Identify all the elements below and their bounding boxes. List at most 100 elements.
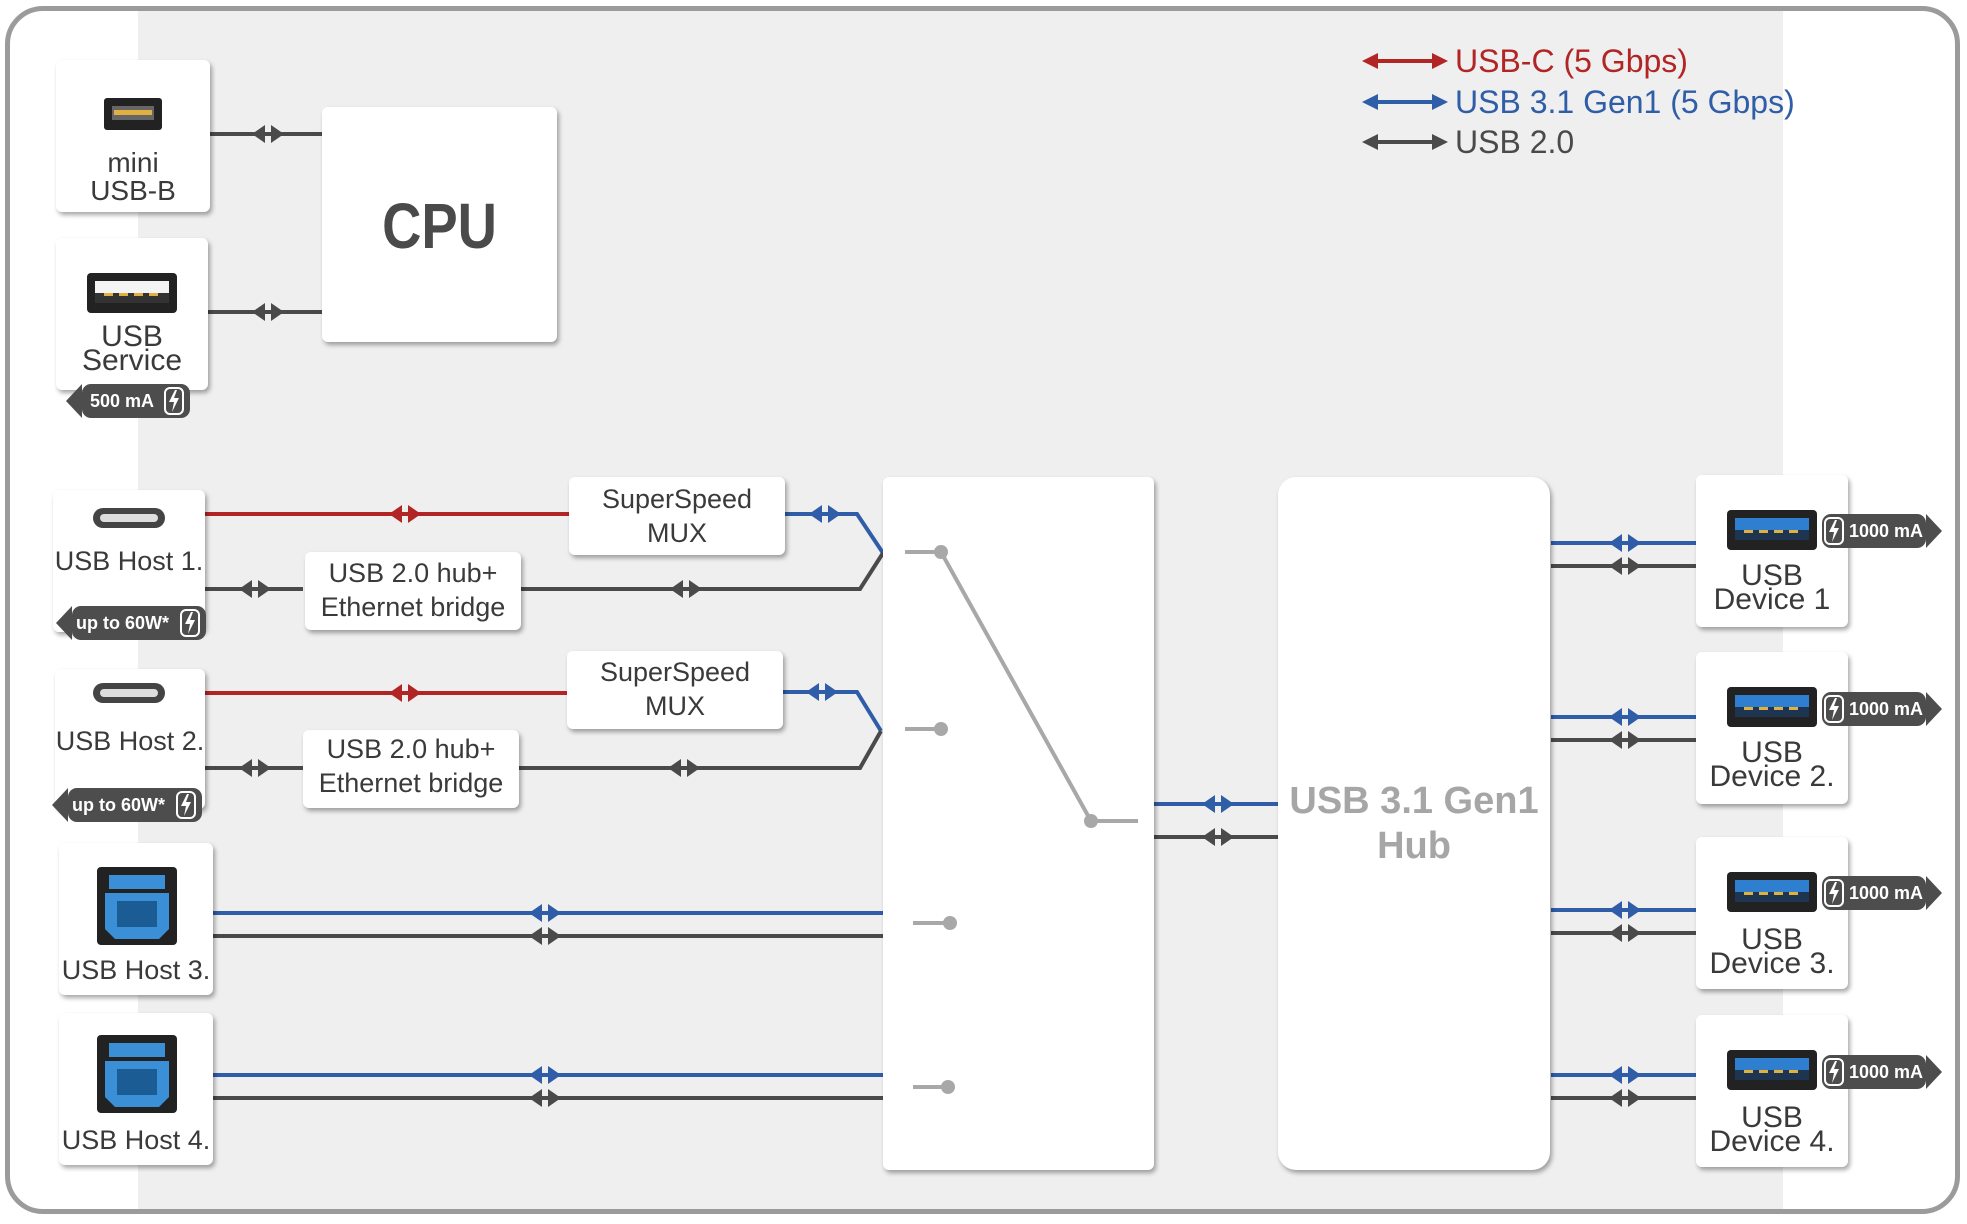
lightning-icon bbox=[1824, 1058, 1844, 1086]
usb-host-4-port: USB Host 4. bbox=[59, 1013, 213, 1165]
usb-device-4-badge-text: 1000 mA bbox=[1849, 1062, 1924, 1082]
usb-a-superspeed-icon bbox=[1727, 510, 1817, 550]
usb-device-1-port: USB Device 1 bbox=[1696, 475, 1848, 627]
usb-device-2-power-badge: 1000 mA bbox=[1822, 692, 1942, 726]
usb-service-power-badge: 500 mA bbox=[66, 384, 190, 418]
wire-host2-usbc bbox=[205, 684, 568, 702]
mux-1-label-2: MUX bbox=[647, 518, 707, 548]
usb-a-superspeed-icon bbox=[1727, 687, 1817, 727]
usb-device-1-power-badge: 1000 mA bbox=[1822, 514, 1942, 548]
wire-mux2-switch bbox=[783, 683, 883, 733]
usb-a-icon bbox=[87, 273, 177, 313]
usb-host-2-badge-text: up to 60W* bbox=[72, 795, 165, 815]
hub-eth-2-label-1: USB 2.0 hub+ bbox=[326, 734, 496, 764]
wire-host4-usb31 bbox=[213, 1066, 883, 1084]
usb-device-4-power-badge: 1000 mA bbox=[1822, 1055, 1942, 1089]
hub-eth-1-label-2: Ethernet bridge bbox=[320, 592, 506, 622]
lightning-icon bbox=[1824, 517, 1844, 545]
wire-hub-device1 bbox=[1551, 534, 1696, 575]
usb-device-1-label-2: Device 1 bbox=[1713, 583, 1831, 616]
wire-service-cpu bbox=[208, 303, 325, 321]
mux-1-label-1: SuperSpeed bbox=[601, 484, 753, 514]
usb-device-3-power-badge: 1000 mA bbox=[1822, 876, 1942, 910]
hub-eth-2-label-2: Ethernet bridge bbox=[318, 768, 504, 798]
usb-device-4-label-2: Device 4. bbox=[1709, 1125, 1835, 1158]
usb-host-4-label: USB Host 4. bbox=[61, 1125, 211, 1155]
usb-c-icon bbox=[93, 508, 165, 528]
usb-host-3-port: USB Host 3. bbox=[59, 843, 213, 995]
usb-host-1-badge-text: up to 60W* bbox=[76, 613, 169, 633]
usb-device-3-label-1: USB bbox=[1741, 923, 1803, 956]
wire-hub-device2 bbox=[1551, 708, 1696, 749]
legend-arrow-usbc bbox=[1362, 53, 1448, 69]
usb-device-1-badge-text: 1000 mA bbox=[1849, 521, 1924, 541]
lightning-icon bbox=[164, 387, 184, 415]
usb-c-icon bbox=[93, 683, 165, 703]
usb-device-2-label-2: Device 2. bbox=[1709, 760, 1835, 793]
hub-eth-1-label-1: USB 2.0 hub+ bbox=[328, 558, 498, 588]
hub-label-2: Hub bbox=[1377, 825, 1451, 867]
usb-31-gen1-hub: USB 3.1 Gen1 Hub bbox=[1278, 477, 1550, 1170]
lightning-icon bbox=[180, 609, 200, 637]
usb-device-2-port: USB Device 2. bbox=[1696, 652, 1848, 804]
usb-service-label-1: USB bbox=[101, 320, 163, 353]
mux-2-label-2: MUX bbox=[645, 691, 705, 721]
host-selector-switch bbox=[883, 477, 1154, 1170]
usb-host-2-label: USB Host 2. bbox=[55, 726, 205, 756]
usb-hub-ethernet-bridge-2: USB 2.0 hub+ Ethernet bridge bbox=[303, 730, 519, 808]
usb-host-2-power-badge: up to 60W* bbox=[52, 788, 202, 822]
lightning-icon bbox=[1824, 879, 1844, 907]
wire-host2-usb20 bbox=[205, 759, 303, 777]
wire-host4-usb20 bbox=[213, 1089, 883, 1107]
cpu-label: CPU bbox=[382, 190, 497, 262]
wire-switch-hub-usb31 bbox=[1153, 795, 1278, 813]
usb-device-2-label-1: USB bbox=[1741, 736, 1803, 769]
mux-2-label-1: SuperSpeed bbox=[599, 657, 751, 687]
wire-host3-usb20 bbox=[213, 927, 883, 945]
wire-hub-device4 bbox=[1551, 1066, 1696, 1107]
usb-service-port: USB Service bbox=[56, 238, 208, 390]
mini-usb-b-port: mini USB-B bbox=[56, 60, 210, 212]
wire-host1-usbc bbox=[205, 505, 570, 523]
usb-device-3-label-2: Device 3. bbox=[1709, 947, 1835, 980]
lightning-icon bbox=[176, 791, 196, 819]
mini-usb-label-2: USB-B bbox=[90, 175, 176, 206]
usb-service-badge-text: 500 mA bbox=[90, 391, 155, 411]
wire-switch-hub-usb20 bbox=[1153, 828, 1278, 846]
usb-device-4-port: USB Device 4. bbox=[1696, 1015, 1848, 1167]
legend-label-usb20: USB 2.0 bbox=[1455, 124, 1575, 160]
legend-label-usb31: USB 3.1 Gen1 (5 Gbps) bbox=[1455, 84, 1795, 120]
usb-device-4-label-1: USB bbox=[1741, 1101, 1803, 1134]
usb-a-superspeed-icon bbox=[1727, 872, 1817, 912]
usb-host-3-label: USB Host 3. bbox=[61, 955, 211, 985]
usb-host-1-label: USB Host 1. bbox=[54, 546, 204, 576]
wire-mini-usb-cpu bbox=[210, 125, 325, 143]
legend-arrow-usb20 bbox=[1362, 134, 1448, 150]
switch-contacts bbox=[905, 545, 1138, 1094]
usb-host-2-port: USB Host 2. bbox=[55, 669, 205, 809]
usb-host-1-power-badge: up to 60W* bbox=[56, 606, 206, 640]
wire-mux1-switch bbox=[785, 505, 885, 555]
mini-usb-icon bbox=[104, 98, 162, 130]
wire-hub1-switch bbox=[520, 551, 885, 598]
usb-device-3-port: USB Device 3. bbox=[1696, 837, 1848, 989]
usb-hub-ethernet-bridge-1: USB 2.0 hub+ Ethernet bridge bbox=[305, 552, 521, 630]
wire-host1-usb20 bbox=[205, 580, 303, 598]
usb-a-superspeed-icon bbox=[1727, 1050, 1817, 1090]
usb-service-label-2: Service bbox=[81, 344, 183, 377]
wire-host3-usb31 bbox=[213, 904, 883, 922]
usb-b-icon bbox=[97, 867, 177, 945]
mini-usb-label-1: mini bbox=[107, 147, 159, 178]
lightning-icon bbox=[1824, 695, 1844, 723]
hub-label-1: USB 3.1 Gen1 bbox=[1289, 780, 1539, 822]
superspeed-mux-2: SuperSpeed MUX bbox=[567, 651, 783, 729]
legend-arrow-usb31 bbox=[1362, 94, 1448, 110]
wire-hub-device3 bbox=[1551, 901, 1696, 942]
usb-b-icon bbox=[97, 1035, 177, 1113]
usb-device-3-badge-text: 1000 mA bbox=[1849, 883, 1924, 903]
usb-device-1-label-1: USB bbox=[1741, 559, 1803, 592]
cpu-block: CPU bbox=[322, 107, 557, 342]
usb-device-2-badge-text: 1000 mA bbox=[1849, 699, 1924, 719]
superspeed-mux-1: SuperSpeed MUX bbox=[569, 477, 785, 555]
